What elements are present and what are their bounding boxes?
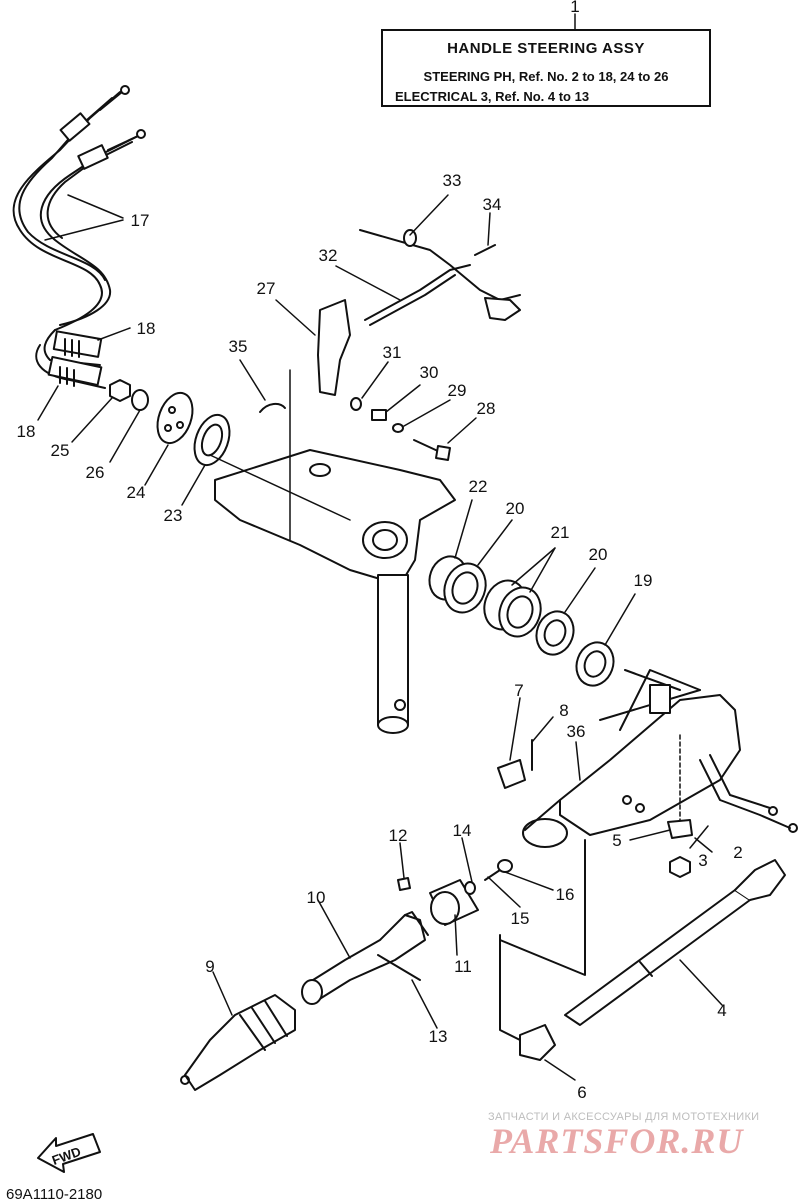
callout-28: 28 <box>477 399 496 418</box>
grip-parts <box>180 859 513 1091</box>
diagram-code: 69A1110-2180 <box>6 1186 103 1203</box>
callout-22: 22 <box>469 477 488 496</box>
cable-assembly <box>12 85 146 389</box>
watermark-logo: PARTSFOR.RU <box>490 1121 744 1161</box>
callout-35: 35 <box>229 337 248 356</box>
fwd-arrow-icon <box>37 1133 101 1173</box>
callout-21: 21 <box>551 523 570 542</box>
assembly-note-electrical: ELECTRICAL 3, Ref. No. 4 to 13 <box>395 89 590 104</box>
callout-7: 7 <box>514 681 523 700</box>
callout-30: 30 <box>420 363 439 382</box>
callout-17: 17 <box>131 211 150 230</box>
callout-20: 20 <box>506 499 525 518</box>
callout-13: 13 <box>429 1027 448 1046</box>
callout-5: 5 <box>612 831 621 850</box>
callout-15: 15 <box>511 909 530 928</box>
callout-23: 23 <box>164 506 183 525</box>
watermark-tagline: ЗАПЧАСТИ И АКСЕССУАРЫ ДЛЯ МОТОТЕХНИКИ <box>488 1111 760 1123</box>
callout-20: 20 <box>589 545 608 564</box>
assembly-note-steering: STEERING PH, Ref. No. 2 to 18, 24 to 26 <box>423 69 669 84</box>
assembly-title: HANDLE STEERING ASSY <box>447 40 645 57</box>
callout-25: 25 <box>51 441 70 460</box>
callout-9: 9 <box>205 957 214 976</box>
callout-11: 11 <box>454 957 472 976</box>
callout-12: 12 <box>389 826 408 845</box>
callout-labels: 1234567891011121314151617181819202021222… <box>17 0 743 1102</box>
callout-18: 18 <box>17 422 36 441</box>
callout-32: 32 <box>319 246 338 265</box>
small-fasteners-top <box>350 397 451 461</box>
callout-6: 6 <box>577 1083 586 1102</box>
title-box: HANDLE STEERING ASSY STEERING PH, Ref. N… <box>381 29 711 107</box>
callout-33: 33 <box>443 171 462 190</box>
throttle-linkage <box>317 229 521 396</box>
steering-bracket <box>209 369 456 734</box>
callout-24: 24 <box>127 483 146 502</box>
callout-16: 16 <box>556 885 575 904</box>
callout-2: 2 <box>733 843 742 862</box>
callout-4: 4 <box>717 1001 726 1020</box>
callout-8: 8 <box>559 701 568 720</box>
control-rod <box>499 839 786 1061</box>
callout-1: 1 <box>570 0 579 16</box>
callout-26: 26 <box>86 463 105 482</box>
callout-36: 36 <box>567 722 586 741</box>
callout-18: 18 <box>137 319 156 338</box>
callout-27: 27 <box>257 279 276 298</box>
callout-3: 3 <box>698 851 707 870</box>
callout-34: 34 <box>483 195 502 214</box>
callout-10: 10 <box>307 888 326 907</box>
callout-14: 14 <box>453 821 472 840</box>
rings-stack <box>428 555 615 687</box>
callout-19: 19 <box>634 571 653 590</box>
small-parts-left <box>109 379 231 467</box>
steering-handle-body <box>522 669 798 848</box>
callout-29: 29 <box>448 381 467 400</box>
callout-31: 31 <box>383 343 402 362</box>
